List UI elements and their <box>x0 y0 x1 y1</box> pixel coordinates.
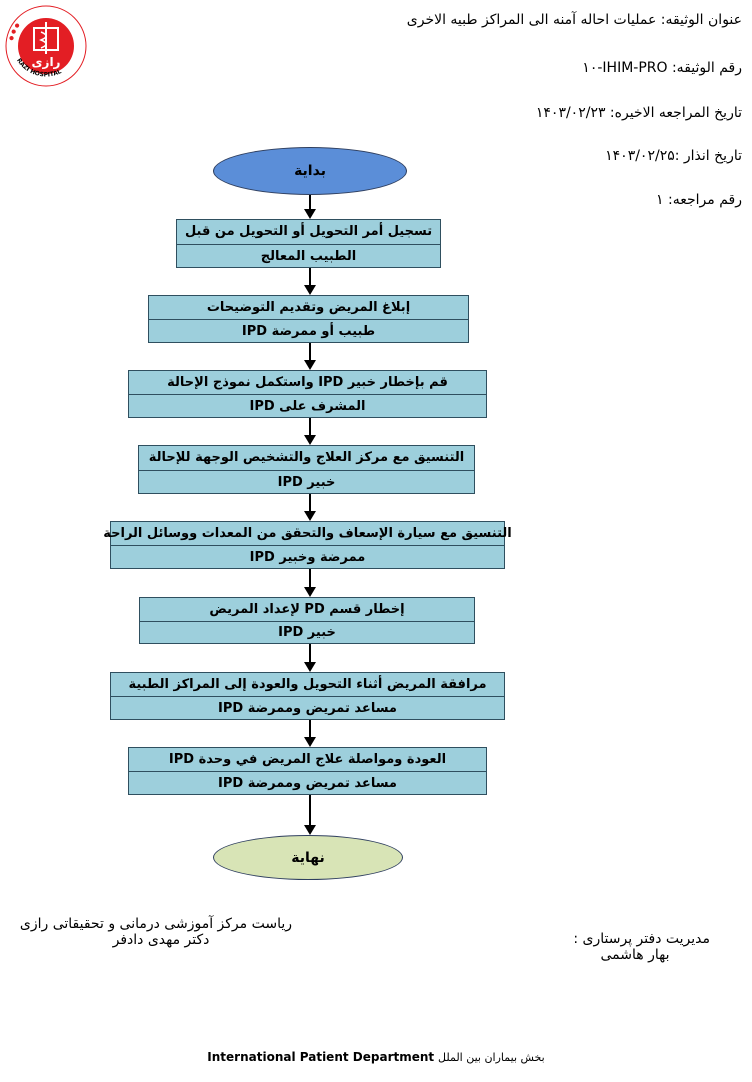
signature-right-name: بهار هاشمی <box>600 947 670 963</box>
arrow-head <box>304 737 316 747</box>
arrow-head <box>304 285 316 295</box>
step-actor: الطبيب المعالج <box>177 243 440 269</box>
step-actor: المشرف على IPD <box>129 394 486 418</box>
arrow-head <box>304 662 316 672</box>
step-actor: مساعد تمريض وممرضة IPD <box>111 696 504 720</box>
step-actor: خبير IPD <box>140 620 474 645</box>
arrow-head <box>304 587 316 597</box>
step-action: التنسيق مع مركز العلاج والتشخيص الوجهة ل… <box>148 450 465 466</box>
step-action: العودة ومواصلة علاج المريض في وحدة IPD <box>168 752 447 767</box>
step-actor: طبيب أو ممرضة IPD <box>149 319 468 343</box>
arrow-head <box>304 360 316 370</box>
step-action: تسجيل أمر التحويل أو التحويل من قبل <box>184 224 433 240</box>
step-action: التنسيق مع سيارة الإسعاف والتحقق من المع… <box>103 526 512 541</box>
flow-step-7: مرافقة المريض أثناء التحويل والعودة إلى … <box>110 672 505 720</box>
footer-english: International Patient Department <box>207 1050 435 1064</box>
arrow-head <box>304 435 316 445</box>
signature-left-name: دکتر مهدی دادفر <box>112 932 210 948</box>
document-title: عنوان الوثيقه: عمليات احاله آمنه الى الم… <box>406 12 742 28</box>
flow-step-5: التنسيق مع سيارة الإسعاف والتحقق من المع… <box>103 521 512 569</box>
page-footer: International Patient Department بخش بیم… <box>0 1050 752 1064</box>
signature-left-title: ریاست مرکز آموزشی درمانی و تحقیقاتی رازی <box>19 916 292 932</box>
revision-number: رقم مراجعه: ١ <box>656 192 742 208</box>
arrow-line <box>309 418 311 435</box>
flow-start: بداية <box>213 147 407 195</box>
last-review-date: تاريخ المراجعه الاخيره: ١۴٠٣/٠٢/٢٣ <box>535 105 742 121</box>
step-actor: مساعد تمريض وممرضة IPD <box>129 771 486 795</box>
arrow-line <box>309 644 311 662</box>
flow-step-2: إبلاغ المريض وتقديم التوضيحات طبيب أو مم… <box>148 295 469 343</box>
arrow-line <box>309 195 311 209</box>
signature-right: مدیریت دفتر پرستاری : بهار هاشمی <box>560 931 710 963</box>
flow-step-3: قم بإخطار خبير IPD واستكمل نموذج الإحالة… <box>128 370 487 418</box>
flow-step-1: تسجيل أمر التحويل أو التحويل من قبل الطب… <box>176 219 441 268</box>
step-action: إخطار قسم PD لإعداد المريض <box>209 601 405 617</box>
arrow-head <box>304 209 316 219</box>
notice-date: تاريخ انذار :١۴٠٣/٠٢/٢۵ <box>605 148 742 164</box>
step-actor: خبير IPD <box>139 469 474 495</box>
arrow-line <box>309 268 311 285</box>
arrow-head <box>304 825 316 835</box>
step-action: مرافقة المريض أثناء التحويل والعودة إلى … <box>128 677 487 692</box>
arrow-line <box>309 343 311 360</box>
step-action: إبلاغ المريض وتقديم التوضيحات <box>206 300 411 315</box>
flow-step-8: العودة ومواصلة علاج المريض في وحدة IPD م… <box>128 747 487 795</box>
signature-left: ریاست مرکز آموزشی درمانی و تحقیقاتی رازی… <box>19 916 292 948</box>
hospital-logo: رازی ● ● ● RAZI HOSPITAL <box>4 4 88 88</box>
arrow-line <box>309 494 311 511</box>
step-actor: ممرضة وخبير IPD <box>111 545 504 569</box>
signature-right-title: مدیریت دفتر پرستاری : <box>573 931 710 947</box>
arrow-line <box>309 795 311 825</box>
svg-text:رازی: رازی <box>32 55 61 69</box>
arrow-line <box>309 569 311 587</box>
flow-step-6: إخطار قسم PD لإعداد المريض خبير IPD <box>139 597 475 644</box>
flow-end: نهاية <box>213 835 403 880</box>
footer-farsi: بخش بیماران بین الملل <box>437 1051 545 1064</box>
flow-step-4: التنسيق مع مركز العلاج والتشخيص الوجهة ل… <box>138 445 475 494</box>
arrow-line <box>309 720 311 737</box>
arrow-head <box>304 511 316 521</box>
document-number: رقم الوثيقه: IHIM-PRO-١٠ <box>582 60 742 76</box>
step-action: قم بإخطار خبير IPD واستكمل نموذج الإحالة <box>167 375 448 390</box>
